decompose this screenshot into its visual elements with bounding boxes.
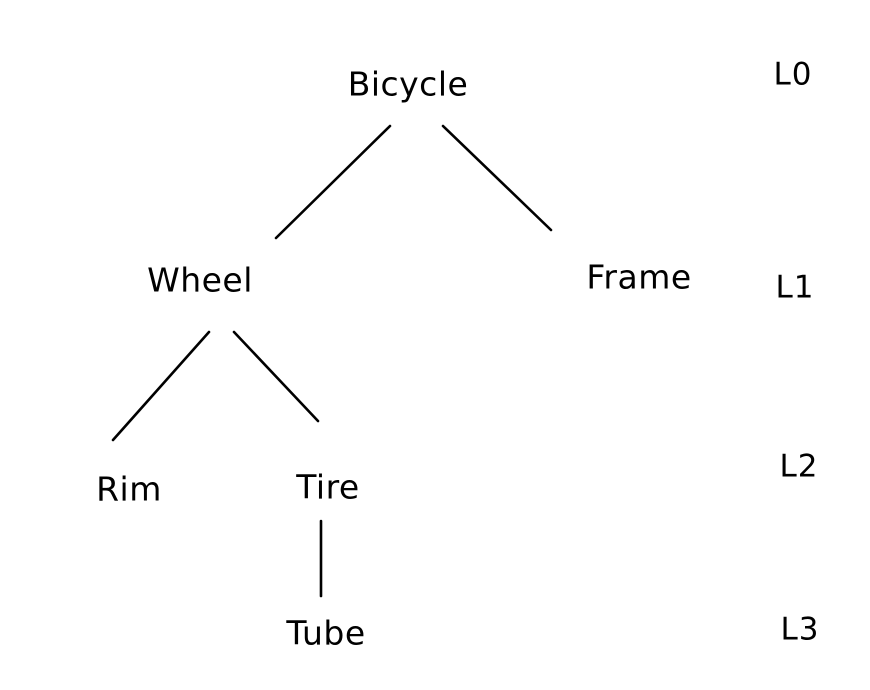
edge-wheel-tire	[232, 330, 320, 423]
node-bicycle[interactable]: Bicycle	[347, 64, 469, 104]
node-tire[interactable]: Tire	[296, 467, 360, 507]
level-label-l3: L3	[780, 611, 820, 648]
node-wheel[interactable]: Wheel	[147, 260, 253, 300]
node-rim[interactable]: Rim	[96, 469, 162, 509]
edge-wheel-rim	[111, 330, 211, 442]
node-frame[interactable]: Frame	[586, 257, 692, 297]
node-tube[interactable]: Tube	[286, 613, 366, 653]
level-label-l2: L2	[779, 448, 819, 485]
edge-bicycle-frame	[441, 124, 553, 232]
level-label-l0: L0	[773, 56, 813, 93]
edge-bicycle-wheel	[274, 124, 392, 240]
level-label-l1: L1	[775, 269, 815, 306]
